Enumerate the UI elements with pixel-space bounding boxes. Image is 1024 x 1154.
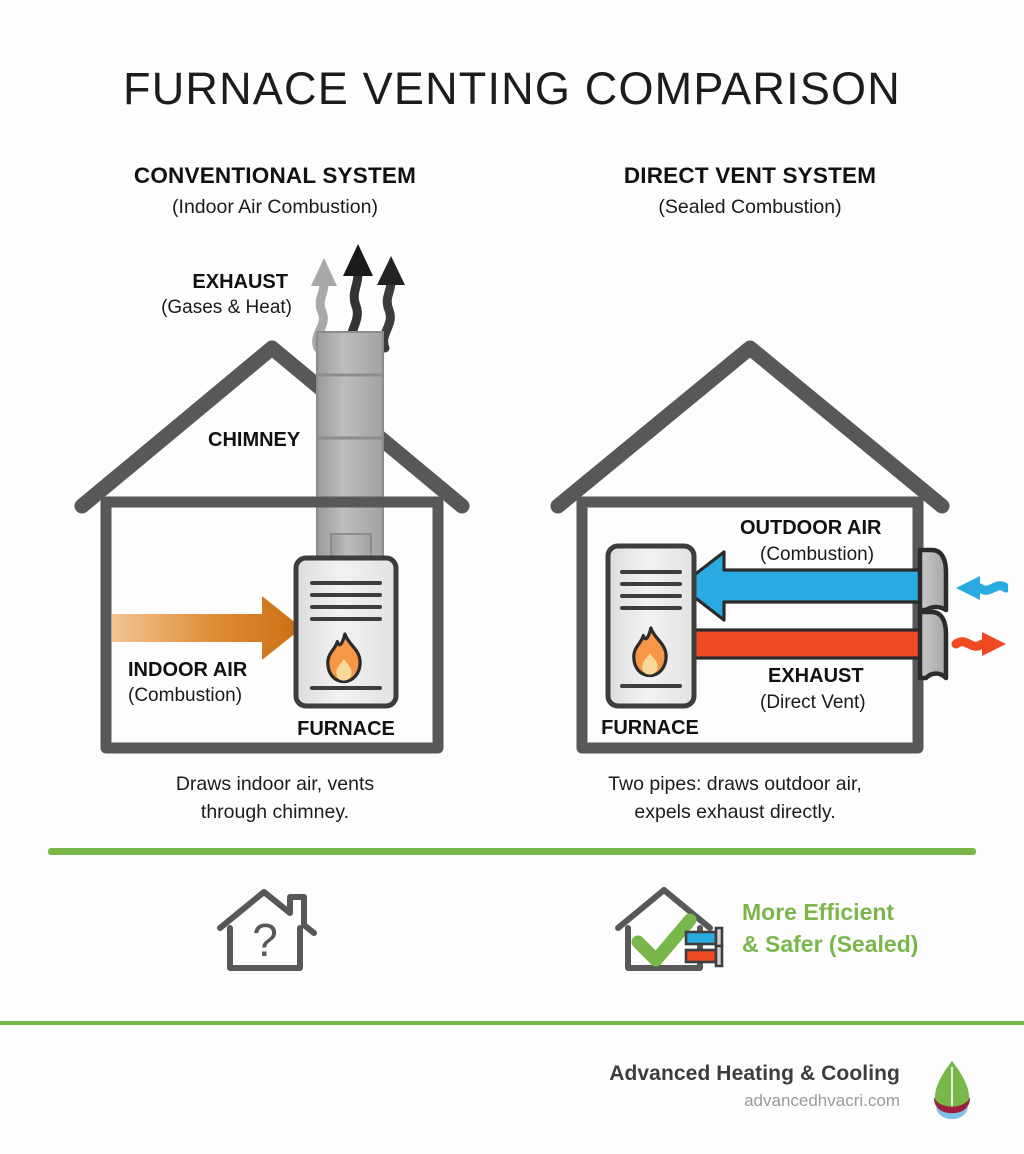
verdict-text-line2: & Safer (Sealed): [742, 931, 919, 957]
conventional-system-diagram: EXHAUST (Gases & Heat) CHIMNEY: [40, 238, 500, 763]
furnace-label: FURNACE: [601, 717, 699, 739]
exhaust-label: EXHAUST: [192, 271, 288, 293]
exhaust-label: EXHAUST: [768, 665, 864, 687]
leaf-logo-icon: [934, 1061, 970, 1119]
indoor-air-label: INDOOR AIR: [128, 659, 248, 681]
furnace-label: FURNACE: [297, 718, 395, 740]
verdict-direct-vent: [612, 884, 730, 981]
furnace-unit: [293, 555, 399, 709]
chimney-label: CHIMNEY: [208, 429, 301, 451]
house-roof: [550, 340, 950, 514]
direct-vent-heading: DIRECT VENT SYSTEM: [623, 163, 877, 188]
indoor-air-sublabel: (Combustion): [128, 685, 242, 706]
brand-name: Advanced Heating & Cooling: [609, 1062, 900, 1085]
conventional-caption: Draws indoor air, vents through chimney.: [60, 770, 490, 826]
verdict-text-line1: More Efficient: [742, 899, 895, 925]
exhaust-sublabel: (Direct Vent): [760, 692, 866, 713]
flame-icon: [326, 632, 362, 684]
direct-vent-caption-line2: expels exhaust directly.: [634, 801, 836, 823]
direct-vent-system-diagram: OUTDOOR AIR (Combustion): [528, 238, 1011, 763]
exhaust-sublabel: (Gases & Heat): [161, 297, 292, 318]
footer-divider-rule: [0, 1021, 1024, 1025]
green-divider-bar: [48, 848, 976, 855]
vent-cap-intake: [917, 547, 949, 613]
column-heading-conventional: CONVENTIONAL SYSTEM (Indoor Air Combusti…: [65, 163, 485, 219]
footer-brand: Advanced Heating & Cooling advancedhvacr…: [609, 1062, 900, 1111]
direct-vent-caption: Two pipes: draws outdoor air, expels exh…: [520, 770, 950, 826]
outdoor-intake-squiggle-arrow: [956, 576, 1011, 600]
conventional-caption-line2: through chimney.: [200, 801, 350, 823]
house-walls: [100, 496, 444, 754]
page-title: FURNACE VENTING COMPARISON: [123, 63, 901, 114]
conventional-caption-line1: Draws indoor air, vents: [175, 773, 375, 795]
outdoor-exhaust-squiggle-arrow: [951, 632, 1006, 656]
house-question-icon: ?: [217, 889, 317, 971]
svg-text:?: ?: [252, 914, 278, 966]
outdoor-air-label: OUTDOOR AIR: [740, 517, 882, 539]
direct-vent-caption-line1: Two pipes: draws outdoor air,: [608, 773, 862, 795]
column-heading-direct-vent: DIRECT VENT SYSTEM (Sealed Combustion): [540, 163, 960, 219]
brand-logo: [928, 1057, 976, 1126]
verdict-conventional: ?: [212, 884, 322, 981]
brand-url[interactable]: advancedhvacri.com: [744, 1091, 900, 1110]
conventional-heading: CONVENTIONAL SYSTEM: [133, 163, 417, 188]
outdoor-air-sublabel: (Combustion): [760, 544, 874, 565]
house-check-pipes-icon: [615, 887, 724, 971]
house-walls: [576, 496, 924, 754]
furnace-unit: [605, 543, 697, 709]
house-roof: [74, 340, 470, 514]
verdict-text: More Efficient & Safer (Sealed): [742, 896, 1012, 960]
direct-vent-subheading: (Sealed Combustion): [658, 196, 842, 218]
conventional-subheading: (Indoor Air Combustion): [172, 196, 378, 218]
vent-cap-exhaust: [917, 609, 949, 681]
exhaust-pipe-red: [678, 628, 928, 660]
indoor-air-arrow: [112, 596, 302, 660]
flame-icon: [632, 626, 668, 678]
intake-pipe-blue: [678, 550, 928, 622]
